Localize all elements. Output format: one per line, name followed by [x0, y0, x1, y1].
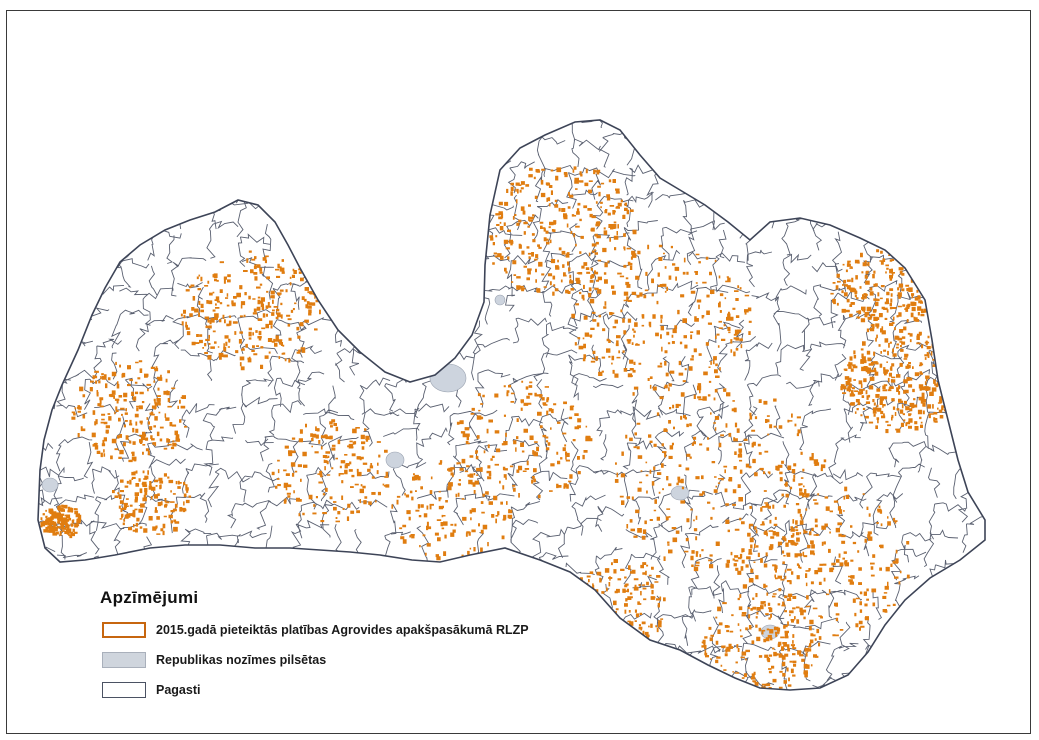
city-areas	[41, 244, 780, 640]
city-area	[429, 363, 467, 393]
legend-item-cities: Republikas nozīmes pilsētas	[102, 652, 326, 668]
city-area	[113, 244, 131, 260]
city-area	[670, 485, 690, 501]
legend-label-pagasti: Pagasti	[156, 683, 201, 697]
city-area	[41, 477, 59, 493]
legend-label-rlzp: 2015.gadā pieteiktās platības Agrovides …	[156, 623, 529, 637]
legend-item-pagasti: Pagasti	[102, 682, 200, 698]
map-frame	[6, 10, 1031, 734]
legend-label-cities: Republikas nozīmes pilsētas	[156, 653, 327, 667]
orange-swatch-icon	[102, 622, 146, 638]
legend-item-rlzp: 2015.gadā pieteiktās platības Agrovides …	[102, 622, 529, 638]
city-area	[385, 451, 405, 469]
city-area	[494, 294, 506, 306]
legend: Apzīmējumi 2015.gadā pieteiktās platības…	[100, 588, 700, 718]
white-swatch-icon	[102, 682, 146, 698]
grey-swatch-icon	[102, 652, 146, 668]
legend-title: Apzīmējumi	[100, 588, 199, 607]
